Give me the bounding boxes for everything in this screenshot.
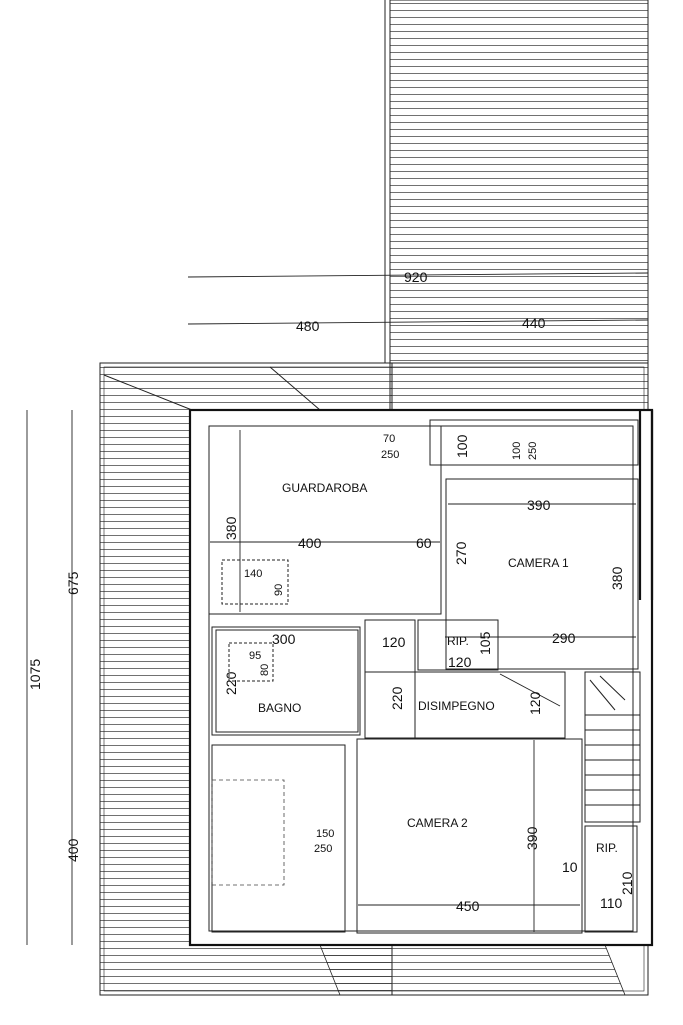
dim-bagno-w: 300 xyxy=(272,631,296,647)
room-label-rip1: RIP. xyxy=(447,634,469,648)
dim-cam2-h: 390 xyxy=(524,826,540,850)
room-label-camera2: CAMERA 2 xyxy=(407,816,468,830)
dim-bagno-h: 220 xyxy=(223,671,239,695)
dim-cam1-h: 380 xyxy=(609,566,625,590)
dim-top-total: 920 xyxy=(404,269,428,285)
dim-cam2-w: 450 xyxy=(456,898,480,914)
dim-top-left: 480 xyxy=(296,318,320,334)
dim-left-lower: 400 xyxy=(65,838,81,862)
dim-wall-10: 10 xyxy=(562,859,578,875)
dim-cam2-door-h: 250 xyxy=(314,843,332,855)
dim-guard-h: 380 xyxy=(223,516,239,540)
dim-guard-item-w: 140 xyxy=(244,568,262,580)
dim-door-top-h: 250 xyxy=(381,449,399,461)
dim-cam1-left: 270 xyxy=(453,541,469,565)
room-label-bagno: BAGNO xyxy=(258,701,301,715)
dim-bagno-item-h: 80 xyxy=(259,664,271,676)
dim-top-right: 440 xyxy=(522,315,546,331)
dim-guard-item-h: 90 xyxy=(273,584,285,596)
dim-left-upper: 675 xyxy=(65,571,81,595)
room-label-disimpegno: DISIMPEGNO xyxy=(418,699,495,713)
camera2-bed-outline xyxy=(211,779,285,886)
bagno-shower xyxy=(228,642,274,682)
room-label-guardaroba: GUARDAROBA xyxy=(282,481,367,495)
dim-cam1-bottom: 290 xyxy=(552,630,576,646)
dim-door-top-w: 70 xyxy=(383,433,395,445)
dim-guard-wall: 60 xyxy=(416,535,432,551)
room-walls xyxy=(208,419,641,934)
dim-bagno-item-w: 95 xyxy=(249,650,261,662)
dim-corr-top: 100 xyxy=(454,434,470,458)
dim-rip-w: 120 xyxy=(448,654,472,670)
guardaroba-fixture xyxy=(221,559,289,605)
room-label-rip2: RIP. xyxy=(596,841,618,855)
dim-win-top-h: 250 xyxy=(527,442,539,460)
dim-rip2-h: 210 xyxy=(619,871,635,895)
room-label-camera1: CAMERA 1 xyxy=(508,556,569,570)
dim-corr-h: 220 xyxy=(389,686,405,710)
dim-disimp-h: 120 xyxy=(527,691,543,715)
dim-win-top-w: 100 xyxy=(511,442,523,460)
dim-guard-w: 400 xyxy=(298,535,322,551)
dim-cam2-door-w: 150 xyxy=(316,828,334,840)
dim-rip-h: 105 xyxy=(477,631,493,655)
building-footprint xyxy=(190,410,652,945)
dim-left-total: 1075 xyxy=(27,659,43,690)
dim-rip2-w: 110 xyxy=(600,895,623,911)
dimension-lines xyxy=(26,272,649,945)
dim-cam1-w: 390 xyxy=(527,497,551,513)
dim-corr-w: 120 xyxy=(382,634,406,650)
staircase xyxy=(585,675,640,806)
